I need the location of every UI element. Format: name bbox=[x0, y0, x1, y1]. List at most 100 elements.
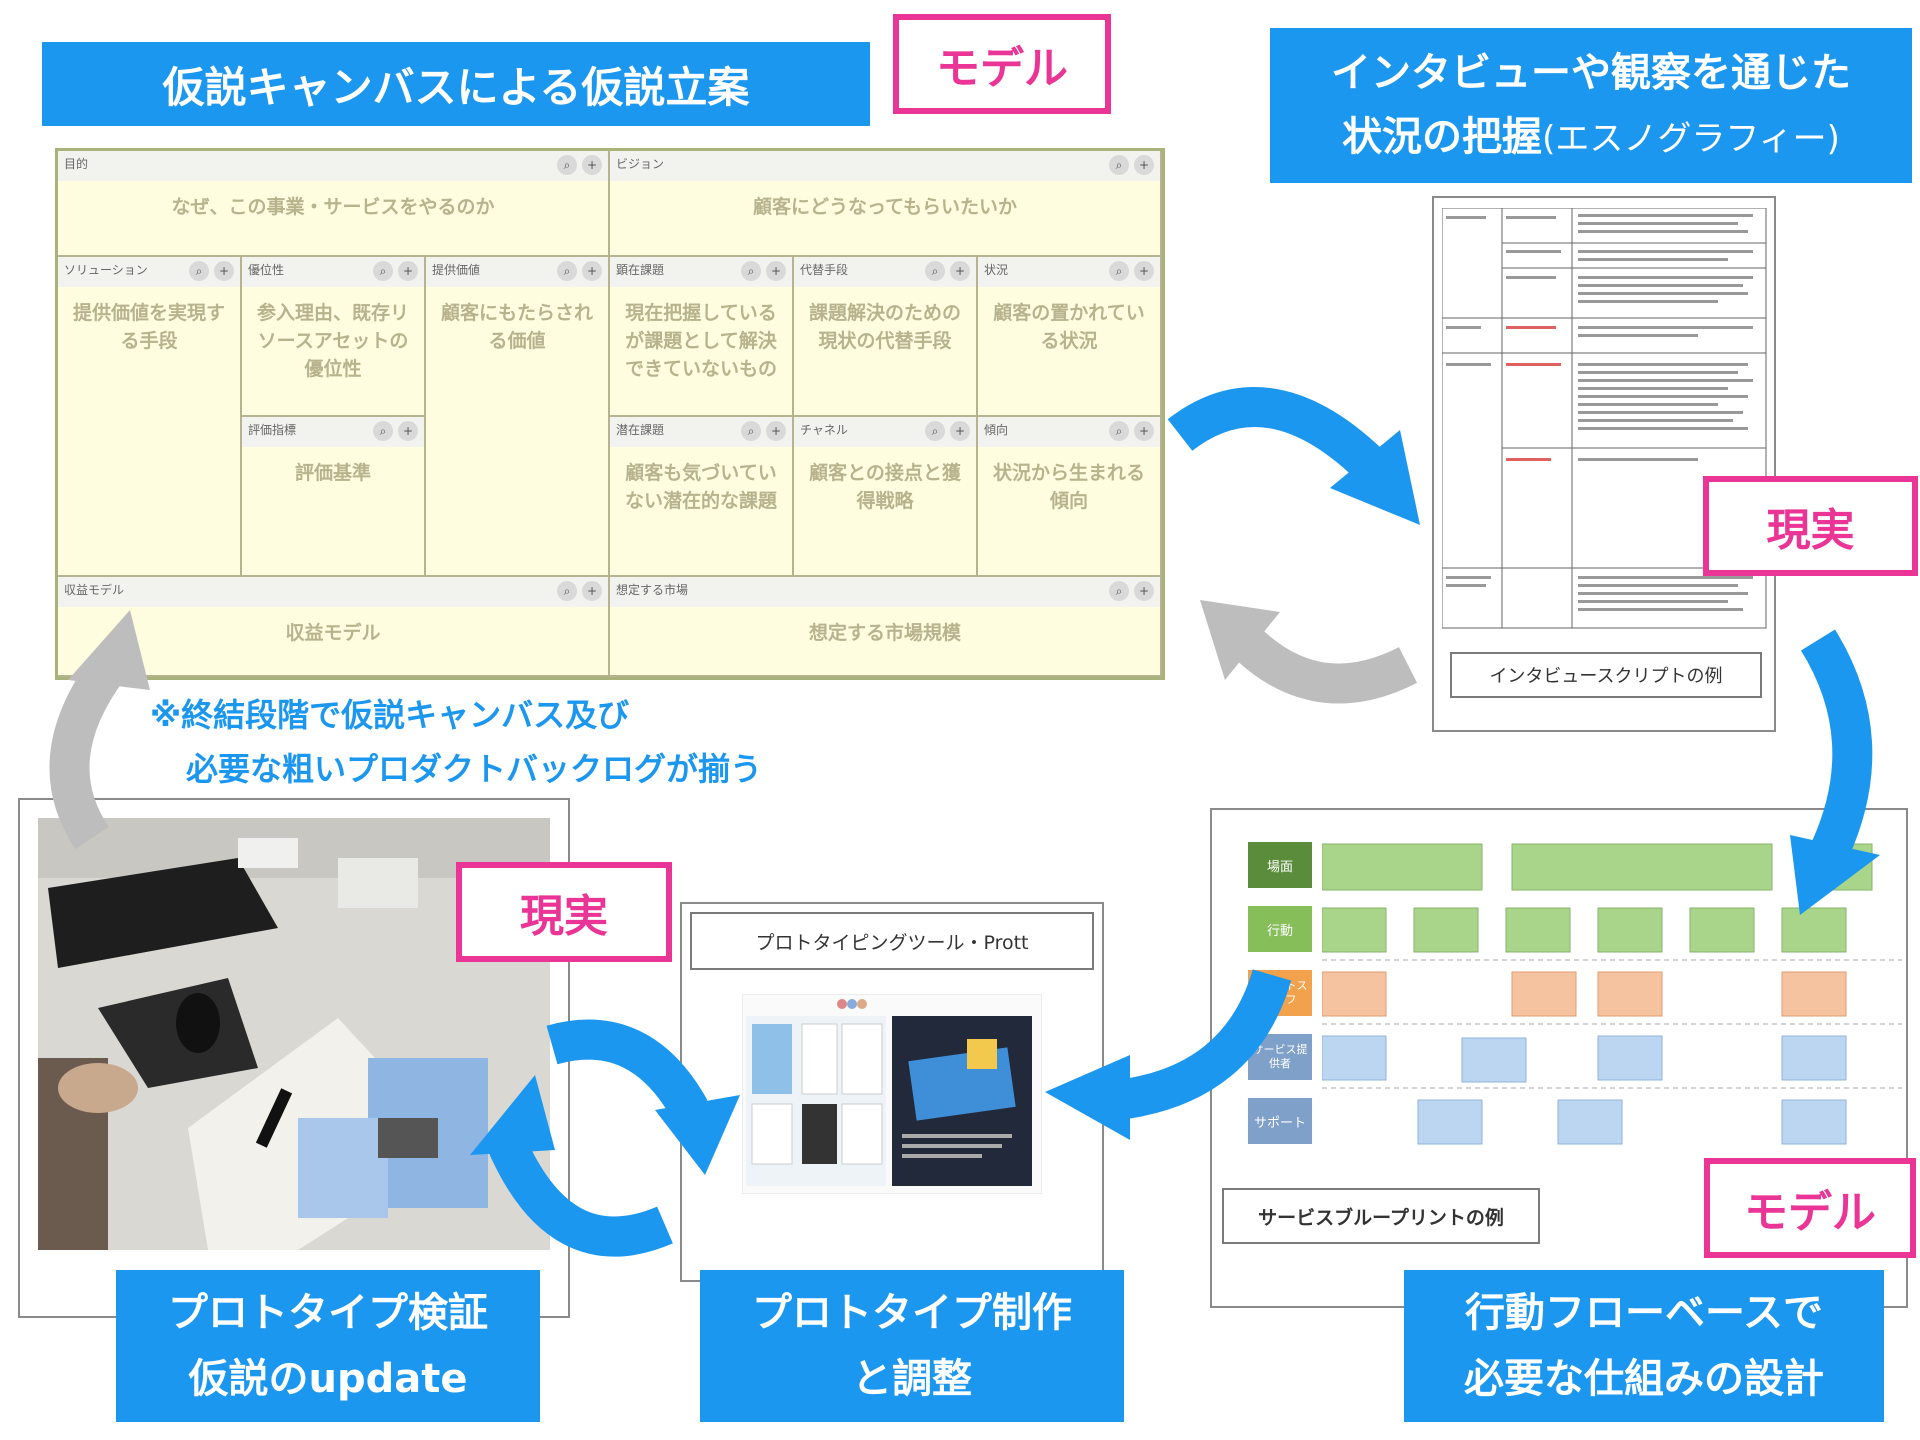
hypothesis-canvas: 目的 ⌕+ なぜ、この事業・サービスをやるのか ビジョン ⌕+ 顧客にどうなって… bbox=[55, 148, 1165, 680]
zoom-icon[interactable]: ⌕ bbox=[925, 421, 945, 441]
prott-label: プロトタイピングツール・Prott bbox=[690, 912, 1094, 970]
zoom-icon[interactable]: ⌕ bbox=[557, 581, 577, 601]
cell-header: 傾向 bbox=[984, 423, 1009, 437]
canvas-cell-market: 想定する市場 ⌕+ 想定する市場規模 bbox=[610, 577, 1162, 677]
add-icon[interactable]: + bbox=[582, 581, 602, 601]
cell-header: 想定する市場 bbox=[616, 583, 689, 597]
cell-body: 参入理由、既存リソースアセットの優位性 bbox=[256, 302, 409, 380]
zoom-icon[interactable]: ⌕ bbox=[189, 261, 209, 281]
add-icon[interactable]: + bbox=[582, 155, 602, 175]
prott-screenshot-frame: プロトタイピングツール・Prott bbox=[680, 902, 1104, 1282]
zoom-icon[interactable]: ⌕ bbox=[741, 261, 761, 281]
blueprint-grid bbox=[1322, 843, 1902, 1145]
zoom-icon[interactable]: ⌕ bbox=[557, 261, 577, 281]
cell-header: ビジョン bbox=[616, 157, 665, 171]
verification-photo bbox=[38, 818, 550, 1250]
add-icon[interactable]: + bbox=[398, 421, 418, 441]
canvas-cell-advantage: 優位性 ⌕+ 参入理由、既存リソースアセットの優位性 bbox=[242, 257, 426, 417]
cell-body: 顧客との接点と獲得戦略 bbox=[809, 462, 961, 512]
cell-body: 課題解決のための現状の代替手段 bbox=[808, 302, 961, 352]
cell-body: なぜ、この事業・サービスをやるのか bbox=[171, 196, 495, 218]
zoom-icon[interactable]: ⌕ bbox=[1109, 155, 1129, 175]
add-icon[interactable]: + bbox=[1134, 261, 1154, 281]
add-icon[interactable]: + bbox=[1134, 155, 1154, 175]
zoom-icon[interactable]: ⌕ bbox=[1109, 421, 1129, 441]
add-icon[interactable]: + bbox=[766, 261, 786, 281]
zoom-icon[interactable]: ⌕ bbox=[1109, 581, 1129, 601]
prototype-verification-line2: 仮説のupdate bbox=[188, 1356, 468, 1402]
canvas-cell-solution: ソリューション ⌕+ 提供価値を実現する手段 bbox=[58, 257, 242, 577]
interview-script-label: インタビュースクリプトの例 bbox=[1450, 652, 1762, 698]
add-icon[interactable]: + bbox=[398, 261, 418, 281]
behavior-flow-design-line1: 行動フローベースで bbox=[1465, 1290, 1823, 1336]
cell-header: 代替手段 bbox=[800, 263, 849, 277]
blueprint-row-support: サポート bbox=[1248, 1098, 1312, 1144]
blueprint-row-provider: サービス提供者 bbox=[1248, 1034, 1312, 1080]
interview-script-document: インタビュースクリプトの例 bbox=[1432, 196, 1776, 732]
cell-header: ソリューション bbox=[64, 263, 148, 277]
cell-body: 状況から生まれる傾向 bbox=[992, 462, 1145, 512]
prototype-making-line1: プロトタイプ制作 bbox=[752, 1290, 1072, 1336]
cell-header: 顕在課題 bbox=[616, 263, 665, 277]
add-icon[interactable]: + bbox=[950, 421, 970, 441]
zoom-icon[interactable]: ⌕ bbox=[741, 421, 761, 441]
reality-tag-right: 現実 bbox=[1703, 476, 1918, 576]
model-tag-bottom: モデル bbox=[1704, 1158, 1916, 1258]
cell-body: 想定する市場規模 bbox=[808, 622, 961, 644]
arrow-canvas-to-ethnography bbox=[1167, 387, 1390, 485]
cell-header: 収益モデル bbox=[64, 583, 125, 597]
cell-body: 顧客の置かれている状況 bbox=[993, 302, 1145, 352]
prototype-making-box: プロトタイプ制作 と調整 bbox=[700, 1270, 1124, 1422]
cell-body: 顧客も気づいていない潜在的な課題 bbox=[624, 462, 777, 512]
canvas-cell-latent-issue: 潜在課題 ⌕+ 顧客も気づいていない潜在的な課題 bbox=[610, 417, 794, 577]
cell-body: 現在把握しているが課題として解決できていないもの bbox=[624, 302, 777, 380]
zoom-icon[interactable]: ⌕ bbox=[1109, 261, 1129, 281]
add-icon[interactable]: + bbox=[950, 261, 970, 281]
ethnography-title-line2: 状況の把握(エスノグラフィー) bbox=[1342, 113, 1840, 160]
interview-script-table bbox=[1442, 208, 1767, 629]
arrow-ethnography-to-canvas bbox=[1220, 616, 1418, 704]
canvas-cell-alternative: 代替手段 ⌕+ 課題解決のための現状の代替手段 bbox=[794, 257, 978, 417]
canvas-cell-purpose: 目的 ⌕+ なぜ、この事業・サービスをやるのか bbox=[58, 151, 610, 257]
ethnography-title-suffix: (エスノグラフィー) bbox=[1542, 118, 1840, 159]
canvas-cell-metric: 評価指標 ⌕+ 評価基準 bbox=[242, 417, 426, 577]
add-icon[interactable]: + bbox=[214, 261, 234, 281]
canvas-title: 仮説キャンバスによる仮説立案 bbox=[42, 42, 870, 126]
cell-body: 提供価値を実現する手段 bbox=[72, 302, 225, 352]
completion-note-line1: ※終結段階で仮説キャンバス及び bbox=[150, 696, 630, 734]
keyboard bbox=[48, 858, 278, 968]
model-tag-top: モデル bbox=[893, 14, 1111, 114]
arrow-head bbox=[1330, 430, 1420, 525]
prototype-verification-box: プロトタイプ検証 仮説のupdate bbox=[116, 1270, 540, 1422]
zoom-icon[interactable]: ⌕ bbox=[373, 261, 393, 281]
add-icon[interactable]: + bbox=[582, 261, 602, 281]
arrow-head bbox=[1200, 600, 1280, 680]
behavior-flow-design-line2: 必要な仕組みの設計 bbox=[1464, 1356, 1824, 1402]
add-icon[interactable]: + bbox=[1134, 581, 1154, 601]
add-icon[interactable]: + bbox=[1134, 421, 1154, 441]
ethnography-title-line1: インタビューや観察を通じた bbox=[1331, 49, 1851, 96]
reality-tag-left: 現実 bbox=[456, 862, 672, 962]
completion-note: ※終結段階で仮説キャンバス及び 必要な粗いプロダクトバックログが揃う bbox=[150, 688, 910, 798]
prototype-making-line2: と調整 bbox=[852, 1356, 972, 1402]
canvas-cell-channel: チャネル ⌕+ 顧客との接点と獲得戦略 bbox=[794, 417, 978, 577]
add-icon[interactable]: + bbox=[766, 421, 786, 441]
mouse bbox=[176, 993, 220, 1053]
prott-app-preview bbox=[742, 994, 1042, 1194]
zoom-icon[interactable]: ⌕ bbox=[925, 261, 945, 281]
blueprint-row-front: フロントスタッフ bbox=[1248, 970, 1312, 1016]
cell-header: 状況 bbox=[984, 263, 1009, 277]
canvas-cell-explicit-issue: 顕在課題 ⌕+ 現在把握しているが課題として解決できていないもの bbox=[610, 257, 794, 417]
arrow-cycle-upper bbox=[546, 1019, 708, 1121]
blueprint-row-action: 行動 bbox=[1248, 906, 1312, 952]
zoom-icon[interactable]: ⌕ bbox=[557, 155, 577, 175]
canvas-cell-situation: 状況 ⌕+ 顧客の置かれている状況 bbox=[978, 257, 1162, 417]
cell-body: 収益モデル bbox=[285, 622, 381, 644]
canvas-cell-revenue: 収益モデル ⌕+ 収益モデル bbox=[58, 577, 610, 677]
canvas-cell-tendency: 傾向 ⌕+ 状況から生まれる傾向 bbox=[978, 417, 1162, 577]
canvas-cell-value: 提供価値 ⌕+ 顧客にもたらされる価値 bbox=[426, 257, 610, 577]
cell-header: 潜在課題 bbox=[616, 423, 665, 437]
cell-body: 顧客にもたらされる価値 bbox=[440, 302, 593, 352]
zoom-icon[interactable]: ⌕ bbox=[373, 421, 393, 441]
cell-header: 目的 bbox=[64, 157, 89, 171]
